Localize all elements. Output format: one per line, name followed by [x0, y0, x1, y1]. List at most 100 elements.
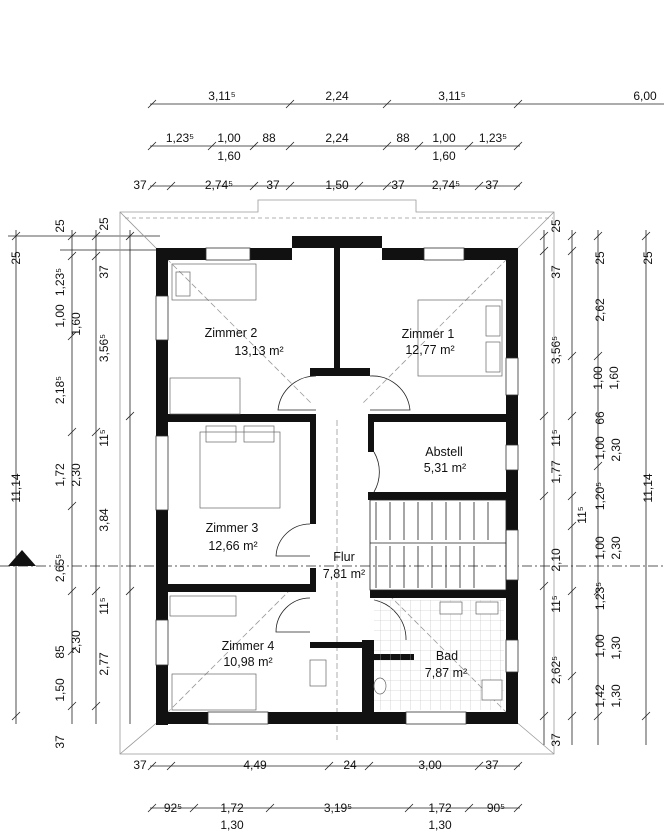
dim-label: 25: [549, 219, 563, 233]
dim-label: 1,23⁵: [479, 131, 507, 145]
bath-fixtures: [373, 601, 503, 701]
dim-label: 2,74⁵: [432, 178, 460, 192]
dim-label: 1,20⁵: [593, 482, 607, 510]
dim-label: 1,30: [609, 636, 623, 660]
dim-label: 37: [549, 265, 563, 279]
dim-label: 66: [593, 411, 607, 425]
dim-label: 37: [133, 758, 147, 772]
dim-label: 37: [485, 178, 499, 192]
dim-label: 1,42: [593, 684, 607, 708]
dim-label: 1,23⁵: [53, 268, 67, 296]
dim-right-col3: 25 2,30 2,30 1,30 11,14: [609, 251, 655, 708]
dim-label: 1,00: [591, 366, 605, 390]
room-area: 7,87 m²: [425, 666, 467, 680]
dim-label: 3,11⁵: [438, 89, 465, 103]
room-area: 7,81 m²: [323, 567, 365, 581]
dim-label: 37: [53, 735, 67, 749]
staircase: [369, 499, 507, 591]
room-name: Abstell: [425, 445, 463, 459]
room-area: 10,98 m²: [223, 655, 272, 669]
dim-label: 1,23⁵: [166, 131, 194, 145]
room-area: 13,13 m²: [234, 344, 283, 358]
dim-label: 25: [641, 251, 655, 265]
dim-label: 3,56⁵: [97, 334, 111, 362]
dim-label: 25: [97, 217, 111, 231]
dim-label: 37: [266, 178, 280, 192]
dim-label: 11⁵: [549, 595, 563, 612]
dim-label: 1,72: [220, 801, 244, 815]
dim-label: 1,72: [428, 801, 452, 815]
dim-label: 85: [53, 645, 67, 659]
dim-label: 2,62⁵: [549, 656, 563, 684]
dimension-lines: [0, 99, 664, 813]
dim-top-row1: 3,11⁵ 2,24 3,11⁵ 6,00: [208, 89, 657, 103]
dim-right-col1: 25 37 3,56⁵ 1,77 11⁵ 2,10 11⁵ 2,62⁵ 37: [549, 219, 563, 747]
dim-label: 1,00: [53, 304, 67, 328]
dim-label: 3,00: [418, 758, 442, 772]
dim-label: 2,24: [325, 131, 349, 145]
dim-label: 11⁵: [549, 429, 563, 446]
section-marker-icon: [8, 550, 36, 566]
dim-bottom-row1: 37 4,49 24 3,00 37: [133, 758, 499, 772]
dim-label: 24: [343, 758, 357, 772]
dim-left-col1: 25 1,00 1,23⁵ 2,18⁵ 2,65⁵ 1,50 37: [53, 219, 67, 749]
dim-label: 1,30: [428, 818, 452, 832]
dim-label: 1,60: [432, 149, 456, 163]
dim-label: 1,50: [325, 178, 349, 192]
dim-label: 25: [53, 219, 67, 233]
room-name: Zimmer 1: [402, 327, 455, 341]
dim-label: 11,14: [9, 473, 23, 502]
dim-label: 3,19⁵: [324, 801, 352, 815]
dim-label: 37: [549, 733, 563, 747]
dim-label: 37: [391, 178, 405, 192]
dim-top-row2: 1,23⁵ 1,00 1,60 88 2,24 88 1,00 1,60 1,2…: [166, 131, 507, 163]
dim-label: 1,72: [53, 463, 67, 487]
dim-label: 4,49: [243, 758, 267, 772]
dim-label: 92⁵: [164, 801, 182, 815]
dim-label: 37: [97, 265, 111, 279]
room-name: Flur: [333, 550, 355, 564]
dim-label: 2,30: [69, 630, 83, 654]
dim-label: 2,30: [69, 463, 83, 487]
dim-label: 11⁵: [97, 429, 111, 446]
furniture: [169, 263, 503, 711]
dim-label: 1,50: [53, 678, 67, 702]
dim-label: 1,00: [593, 634, 607, 658]
dim-top-row3: 37 2,74⁵ 37 1,50 37 2,74⁵ 37: [133, 178, 499, 192]
dim-label: 1,30: [220, 818, 244, 832]
dim-right-col2: 25 2,62 1,00 1,60 66 1,00 11⁵ 1,20⁵ 1,00…: [575, 251, 623, 708]
dim-label: 88: [262, 131, 276, 145]
dim-left-col2: 37 1,60 1,72 2,30 85 2,30: [53, 265, 111, 659]
windows: [155, 247, 519, 725]
dim-label: 2,74⁵: [205, 178, 233, 192]
dim-left-col3: 25 3,56⁵ 11⁵ 3,84 11⁵ 2,77: [97, 217, 111, 676]
room-name: Bad: [436, 649, 458, 663]
dim-left-outer: 25 11,14: [9, 251, 23, 503]
dim-label: 1,60: [217, 149, 241, 163]
dim-label: 1,00: [593, 436, 607, 460]
dim-label: 2,65⁵: [53, 554, 67, 582]
walls: [156, 236, 518, 725]
dim-label: 11⁵: [575, 506, 589, 523]
dim-label: 3,84: [97, 508, 111, 532]
dim-label: 1,00: [432, 131, 456, 145]
dim-label: 1,00: [593, 536, 607, 560]
dim-label: 3,11⁵: [208, 89, 235, 103]
dim-label: 1,77: [549, 460, 563, 484]
dim-label: 1,60: [607, 366, 621, 390]
room-area: 12,77 m²: [405, 343, 454, 357]
dim-label: 1,30: [609, 684, 623, 708]
roof-outline: [119, 199, 555, 755]
dim-label: 25: [593, 251, 607, 265]
dim-label: 2,18⁵: [53, 376, 67, 404]
dim-label: 2,10: [549, 548, 563, 572]
room-name: Zimmer 4: [222, 639, 275, 653]
dim-label: 3,56⁵: [549, 336, 563, 364]
dim-bottom-row2: 92⁵ 1,72 1,30 3,19⁵ 1,72 1,30 90⁵: [164, 801, 505, 832]
room-area: 12,66 m²: [208, 539, 257, 553]
room-name: Zimmer 3: [206, 521, 259, 535]
dim-label: 2,77: [97, 652, 111, 676]
dim-label: 1,23⁵: [593, 582, 607, 610]
dim-label: 25: [9, 251, 23, 265]
